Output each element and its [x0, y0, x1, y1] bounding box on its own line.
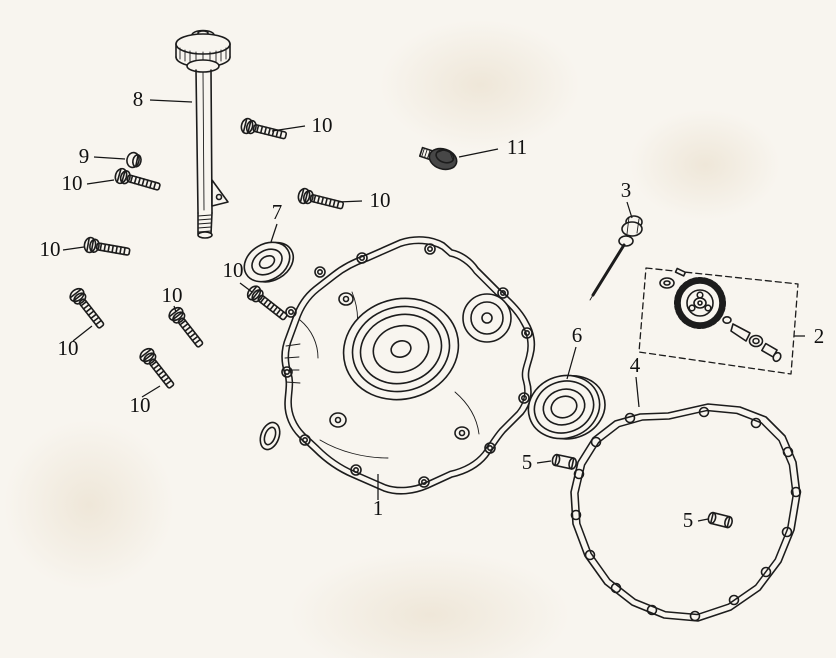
leader-part10-g — [72, 325, 93, 342]
leader-part10-a — [271, 125, 306, 132]
ball-bearing — [527, 374, 606, 440]
leader-part5-b — [697, 518, 709, 522]
part-label-10: 10 — [40, 237, 61, 261]
leader-part3 — [626, 201, 633, 219]
leader-part9 — [93, 156, 126, 160]
leader-lines — [62, 99, 805, 522]
camshaft-bore — [462, 293, 512, 343]
flange-bolt — [82, 235, 132, 261]
dowel-pin — [550, 453, 578, 471]
part-label-5: 5 — [683, 508, 694, 532]
flange-bolt — [66, 285, 109, 332]
flange-bolt — [112, 166, 163, 196]
leader-part10-c — [62, 246, 85, 251]
diagram-artwork — [66, 29, 802, 622]
oil-drain-plug — [418, 146, 458, 171]
part-label-1: 1 — [373, 496, 384, 520]
leader-part6 — [566, 346, 577, 380]
governor-gear-assembly — [638, 267, 799, 375]
leader-part4 — [635, 376, 640, 408]
cover-stub-boss — [259, 421, 281, 451]
part-label-6: 6 — [572, 323, 583, 347]
main-bearing-bore — [342, 297, 460, 401]
part-label-10: 10 — [223, 258, 244, 282]
flange-bolt — [244, 282, 291, 325]
part-label-10: 10 — [312, 113, 333, 137]
oil-level-gauge — [589, 215, 643, 301]
crankcase-cover — [259, 236, 536, 495]
part-label-8: 8 — [133, 87, 144, 111]
part-label-3: 3 — [621, 178, 632, 202]
part-label-2: 2 — [814, 324, 825, 348]
oil-seal — [243, 241, 295, 283]
flange-bolt — [136, 345, 179, 392]
part-label-7: 7 — [272, 200, 283, 224]
part-label-10: 10 — [130, 393, 151, 417]
flange-bolt — [165, 304, 208, 351]
flange-bolt — [296, 186, 346, 214]
leader-part10-f — [173, 305, 177, 313]
part-label-9: 9 — [79, 144, 90, 168]
part-label-4: 4 — [630, 353, 641, 377]
oil-filler-tube — [175, 29, 231, 239]
gasket-bolt-holes — [570, 406, 802, 622]
part-label-11: 11 — [507, 135, 527, 159]
leader-part10-b — [86, 179, 115, 185]
leader-part11 — [458, 148, 499, 158]
part-label-10: 10 — [62, 171, 83, 195]
leader-part5-a — [536, 460, 552, 464]
cover-bolt-holes — [281, 243, 533, 488]
governor-gear — [674, 277, 726, 329]
leader-part10-d — [337, 200, 363, 203]
leader-part10-e — [239, 282, 253, 293]
part-label-10: 10 — [370, 188, 391, 212]
part-labels: 8 10 11 9 10 10 7 10 3 10 10 2 10 6 4 10… — [40, 87, 825, 532]
part-label-10: 10 — [58, 336, 79, 360]
part-label-10: 10 — [162, 283, 183, 307]
flange-nut — [124, 150, 144, 170]
leader-part7 — [270, 223, 278, 243]
leader-part10-h — [141, 385, 161, 398]
part-label-5: 5 — [522, 450, 533, 474]
leader-part8 — [149, 99, 193, 103]
cover-gasket — [570, 403, 802, 622]
